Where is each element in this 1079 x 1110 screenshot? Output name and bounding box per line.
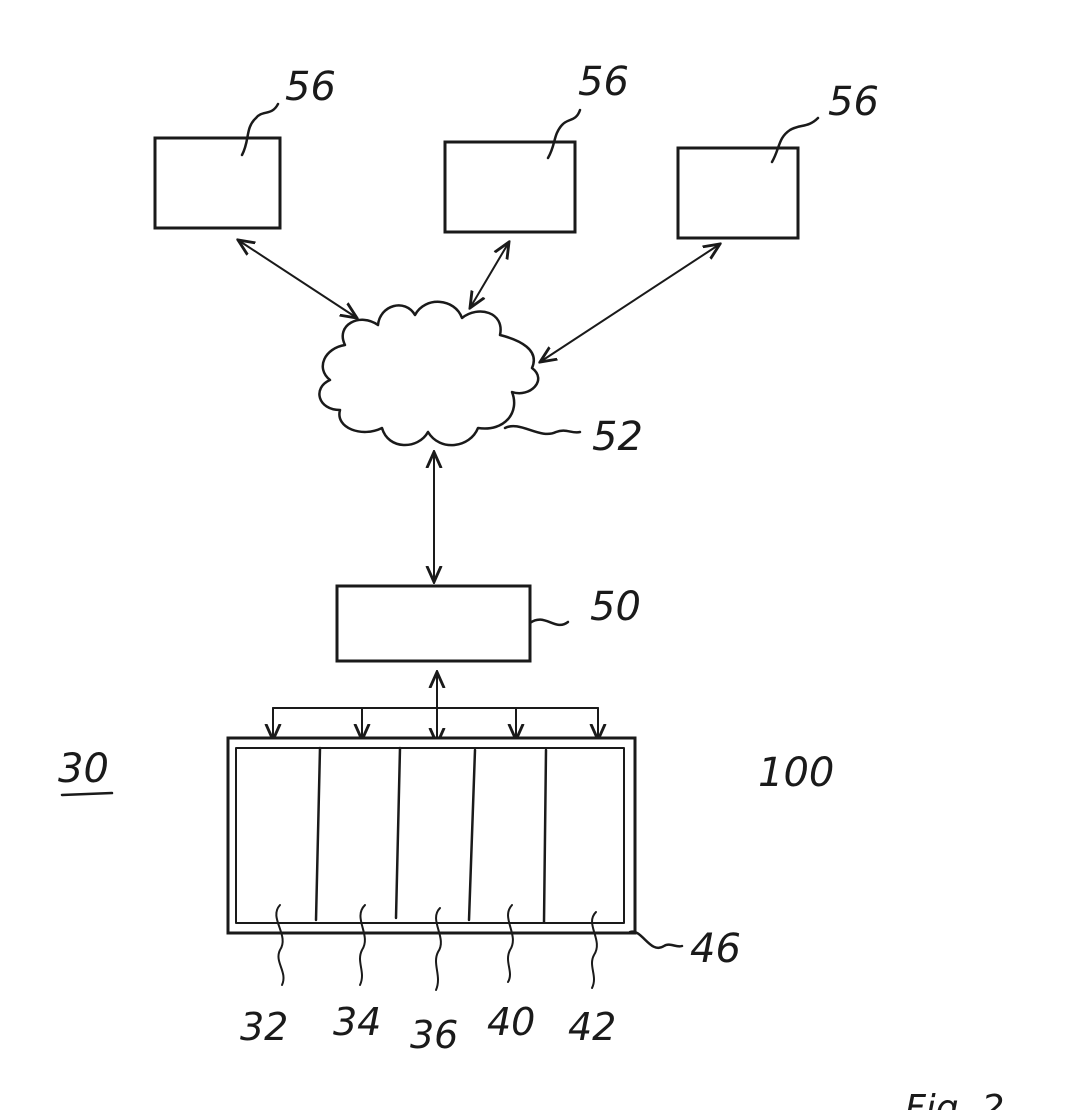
remote-unit-1: 56 <box>155 64 336 228</box>
rack-label: 46 <box>690 926 741 972</box>
rack: 46 <box>228 738 741 972</box>
gateway-rack-bus <box>273 672 598 744</box>
remote-network-links <box>238 240 720 362</box>
remote-unit-2-label: 56 <box>578 59 629 105</box>
system-label: 30 <box>58 746 109 792</box>
module-label-4: 40 <box>487 1000 535 1044</box>
remote-unit-1-label: 56 <box>285 64 336 110</box>
remote-unit-2: 56 <box>445 59 629 232</box>
network-label: 52 <box>592 414 643 460</box>
module-label-2: 34 <box>333 1000 381 1044</box>
remote-unit-3-label: 56 <box>828 79 879 125</box>
remote-unit-3: 56 <box>678 79 879 238</box>
gateway: 50 <box>337 584 641 661</box>
gateway-label: 50 <box>590 584 641 630</box>
module-label-5: 42 <box>568 1005 616 1049</box>
module-label-1: 32 <box>240 1005 288 1049</box>
figure-caption: Fig. 2 <box>905 1088 1004 1110</box>
device-label: 100 <box>758 750 834 796</box>
system-label-underline <box>62 793 112 795</box>
module-label-3: 36 <box>410 1013 458 1057</box>
